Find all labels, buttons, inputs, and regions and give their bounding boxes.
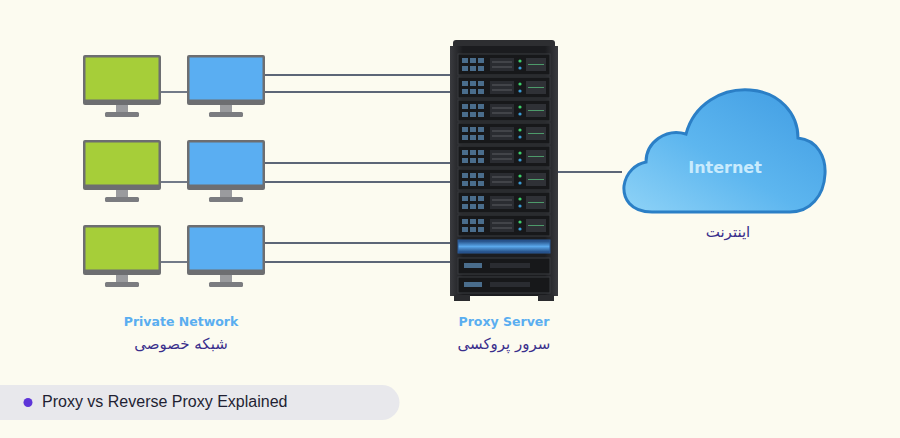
- rack-unit: [458, 54, 550, 75]
- rack-body: [450, 46, 558, 296]
- caption-text: Proxy vs Reverse Proxy Explained: [42, 392, 287, 412]
- cloud-outline: [624, 90, 825, 212]
- blue-monitor: [187, 140, 265, 202]
- network-link: [265, 74, 450, 75]
- caption-background: [0, 385, 400, 420]
- rack-slot: [490, 282, 530, 287]
- cloud-node: Internet اینترنت: [622, 86, 828, 246]
- server-rack: [450, 40, 558, 302]
- network-link: [265, 181, 450, 182]
- network-group: Private Networkشبکه خصوصی: [83, 55, 265, 355]
- network-link: [265, 242, 450, 243]
- cloud-label: اینترنت: [628, 221, 828, 243]
- monitor-wires: [160, 92, 188, 262]
- rack-unit: [458, 146, 550, 167]
- network-link: [265, 261, 450, 262]
- rack-light-bar: [458, 240, 550, 253]
- caption-dot: [24, 398, 33, 407]
- network-link: [265, 91, 450, 92]
- blue-monitor: [187, 225, 265, 287]
- network-link: [558, 171, 622, 172]
- green-monitor: [83, 140, 161, 202]
- rack-unit: [458, 215, 550, 236]
- server-label: سرور پروکسی: [410, 333, 598, 355]
- monitor-group: [83, 55, 265, 355]
- rack-slot: [464, 263, 482, 268]
- cloud-label: Internet: [625, 158, 825, 178]
- rack-unit: [458, 123, 550, 144]
- server-label: Proxy Server: [410, 314, 598, 330]
- group-label: شبکه خصوصی: [63, 333, 299, 355]
- rack-slot: [464, 282, 482, 287]
- rack-slot: [490, 263, 530, 268]
- server-node: Proxy Serverسرور پروکسی: [450, 40, 558, 358]
- network-link: [265, 162, 450, 163]
- rack-foot: [454, 295, 470, 301]
- rack-unit: [458, 100, 550, 121]
- cloud-shape: [622, 86, 828, 216]
- rack-unit: [458, 277, 550, 293]
- group-label: Private Network: [63, 314, 299, 330]
- green-monitor: [83, 225, 161, 287]
- rack-unit: [458, 77, 550, 98]
- rack-unit: [458, 192, 550, 213]
- rack-unit: [458, 258, 550, 274]
- blue-monitor: [187, 55, 265, 117]
- rack-unit: [458, 169, 550, 190]
- rack-foot: [538, 295, 554, 301]
- green-monitor: [83, 55, 161, 117]
